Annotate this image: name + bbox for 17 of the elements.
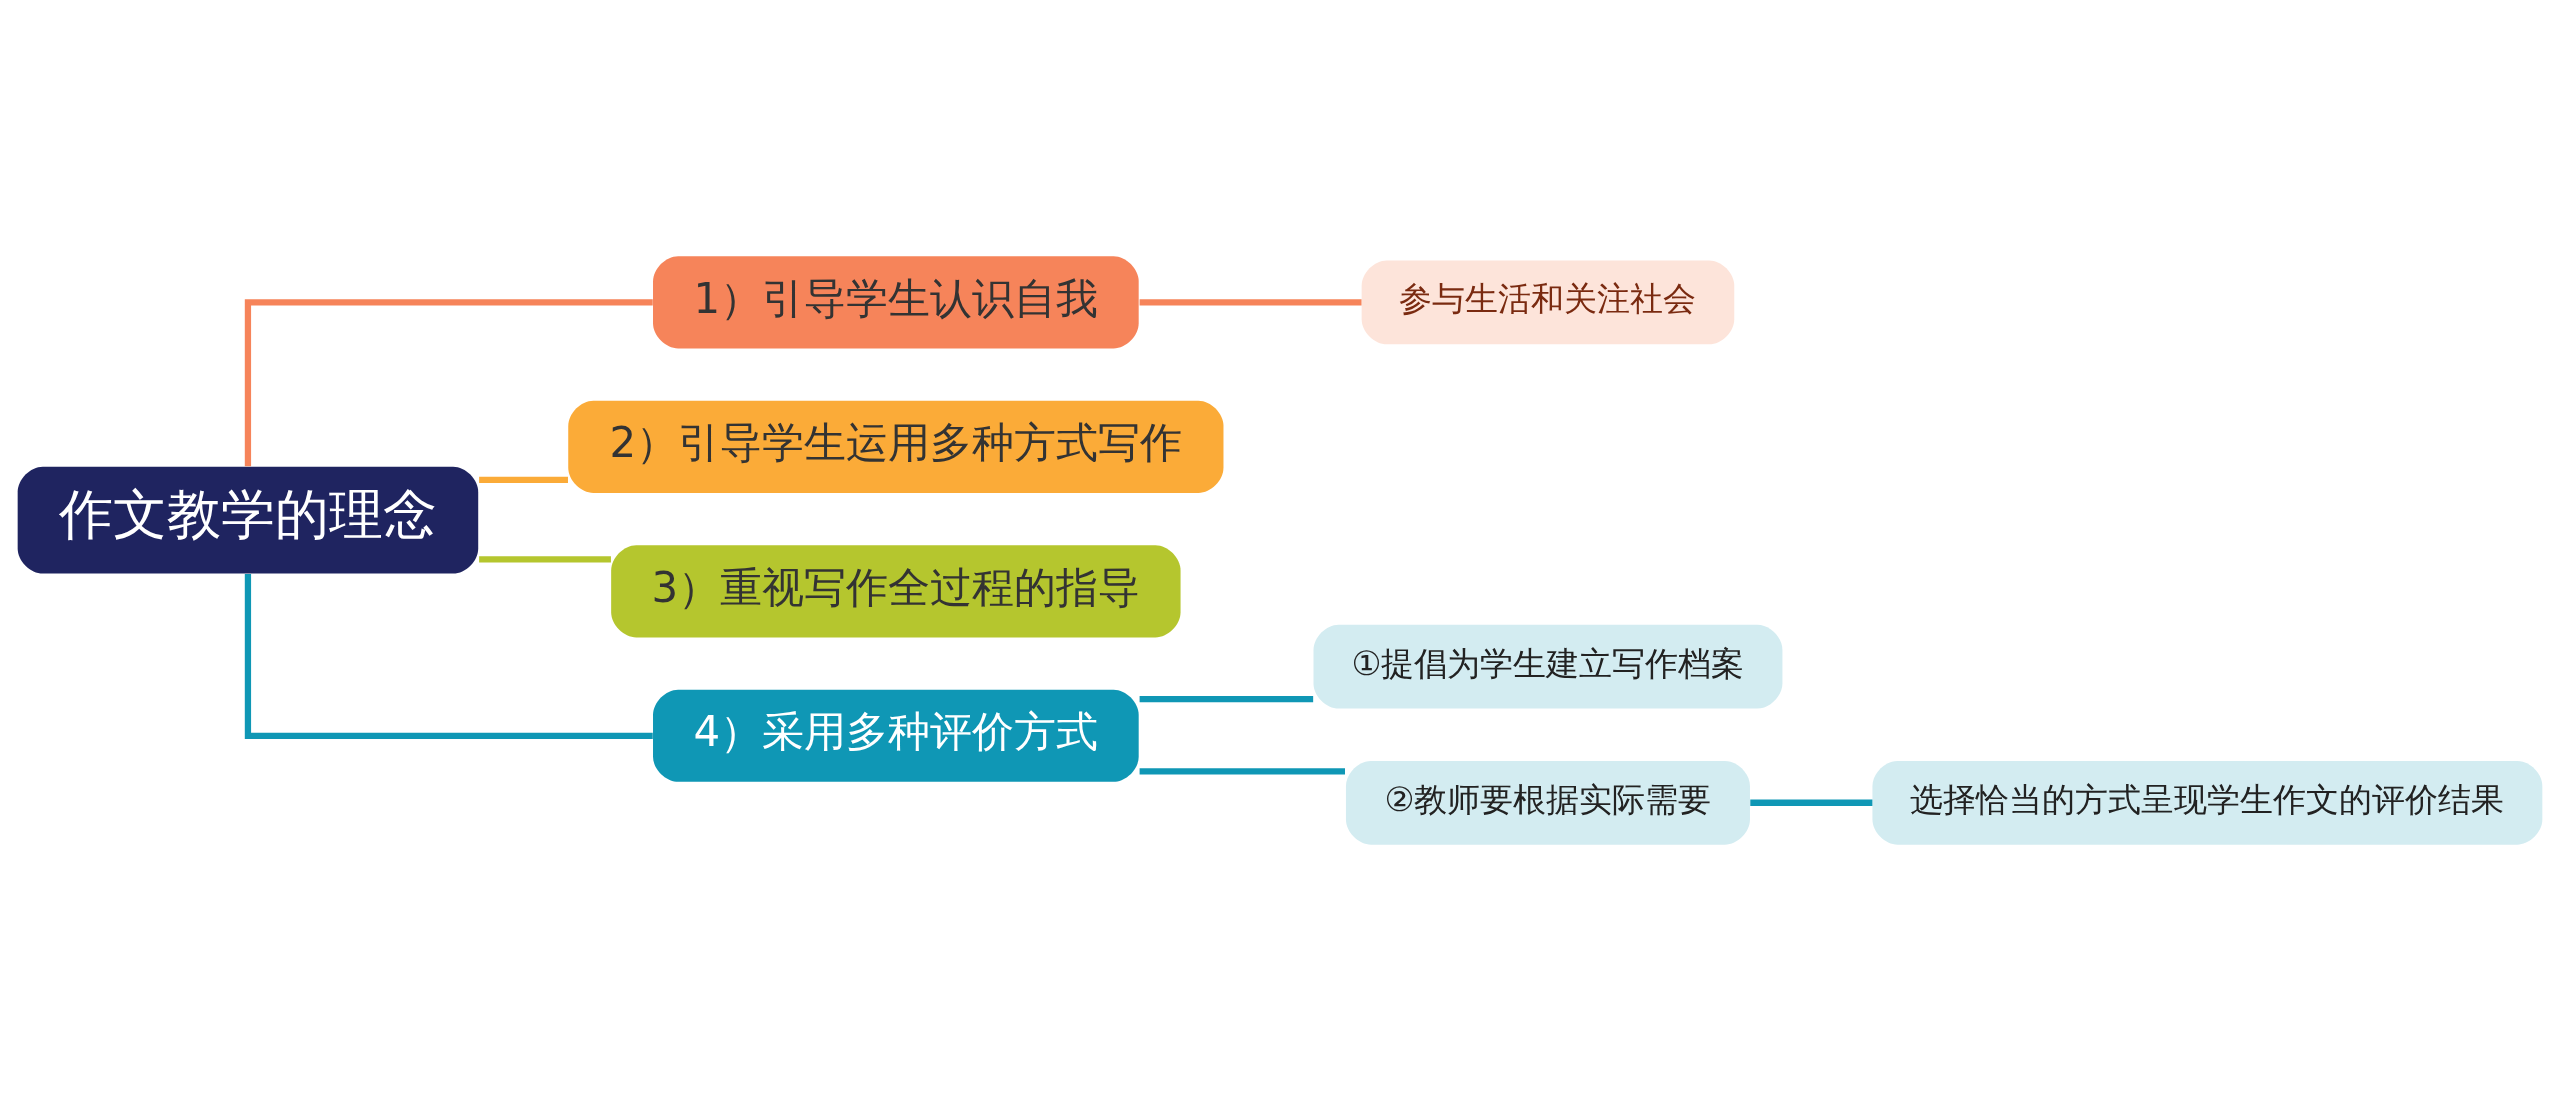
connector <box>479 476 568 483</box>
node-box: 1）引导学生认识自我 <box>653 255 1139 348</box>
connector <box>1139 695 1314 702</box>
node-box: 作文教学的理念 <box>17 466 479 574</box>
node-box: 4）采用多种评价方式 <box>653 689 1139 782</box>
node-box: ①提倡为学生建立写作档案 <box>1313 624 1783 709</box>
connector <box>1139 767 1345 774</box>
node-box: 参与生活和关注社会 <box>1361 260 1735 344</box>
connector <box>479 555 611 563</box>
node-box: 3）重视写作全过程的指导 <box>611 544 1181 637</box>
connector <box>244 573 653 739</box>
node-box: 2）引导学生运用多种方式写作 <box>568 400 1224 493</box>
connector <box>1139 298 1362 306</box>
node-box: ②教师要根据实际需要 <box>1345 760 1750 845</box>
connector <box>1750 799 1873 806</box>
connector <box>244 298 653 466</box>
node-box: 选择恰当的方式呈现学生作文的评价结果 <box>1872 760 2543 845</box>
